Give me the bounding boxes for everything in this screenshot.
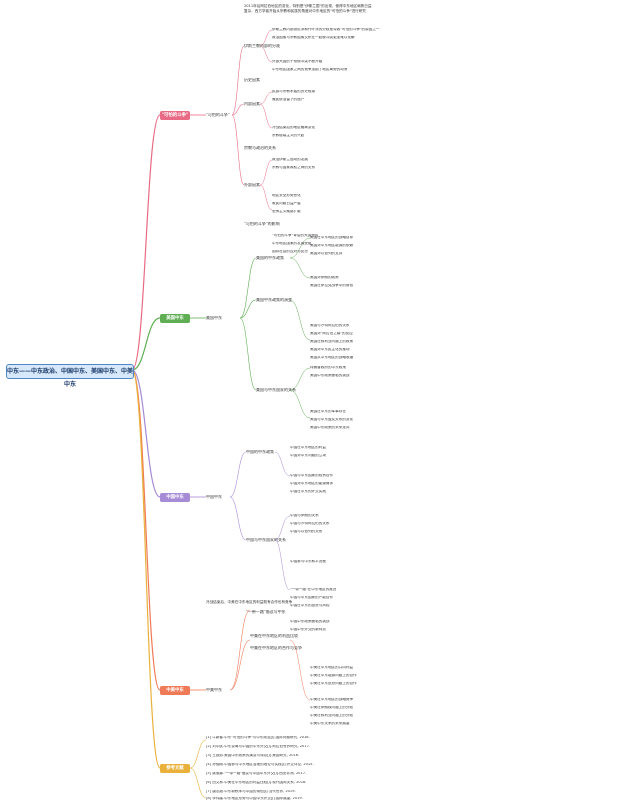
b1-detail-15: 国际社会的应对与反思 <box>272 250 308 253</box>
b5-ref-2: [3] 王锁劳.美国中东政策的演变与特点[J].美国研究, 2016. <box>206 754 300 757</box>
b3-detail-8: 中国参与中东和平进程 <box>290 560 326 563</box>
b2-detail-1: 美国对中东地区能源的依赖 <box>310 244 354 247</box>
b5-ref-4: [5] 姚惠娜."一带一路"倡议与中国中东外交[J].西亚非洲, 2017. <box>206 772 307 775</box>
b2-detail-9: 美国从中东地区的战略收缩 <box>310 356 354 359</box>
branch-us-middle-east[interactable]: 美国中东 <box>160 314 190 323</box>
b3-detail-9: "一带一路"在中东地区的推进 <box>290 588 337 591</box>
b1-child-0[interactable]: 伊斯兰教内部的分歧 <box>244 44 280 48</box>
b5-ref-0: [1] 牛新春.中东"可怕的斗争"与中东政治[J].国际问题研究, 2018. <box>206 736 310 739</box>
b1-detail-7: 宗教极端主义的兴起 <box>272 134 305 137</box>
b1-child-2[interactable]: 外部因素 <box>244 183 260 187</box>
b1-child-4[interactable]: 宗教与政治的关系 <box>244 146 276 150</box>
b1-detail-8: 政治伊斯兰运动的发展 <box>272 158 308 161</box>
b3-detail-13: 中国中东外交的新特点 <box>290 628 326 631</box>
b2-title[interactable]: 美国中东 <box>206 316 222 320</box>
b4-detail-4: 中美在伊朗核问题上的分歧 <box>310 706 354 709</box>
b4-detail-0: 中美在中东地区的共同利益 <box>310 666 354 669</box>
b2-detail-11: 美国中东政策面临的挑战 <box>310 374 350 377</box>
b3-child-2[interactable]: "一带一路"倡议与中东 <box>246 610 286 614</box>
b3-detail-4: 中国在中东的外交实践 <box>290 490 326 493</box>
b2-detail-8: 美国对中东民主化的推动 <box>310 348 350 351</box>
b1-detail-3: 中东地区国家之间的竞争加剧了地区局势的动荡 <box>272 68 348 71</box>
b2-detail-14: 美国中东政策的未来走向 <box>310 426 350 429</box>
b3-detail-10: 中国与中东国家的产能合作 <box>290 596 334 599</box>
b1-detail-9: 宗教与国家政权之间的关系 <box>272 166 316 169</box>
b3-detail-0: 中国在中东地区的利益 <box>290 446 326 449</box>
b3-detail-2: 中国与中东国家的经贸合作 <box>290 474 334 477</box>
b3-title[interactable]: 中国中东 <box>206 495 222 499</box>
b3-detail-6: 中国与沙特阿拉伯的关系 <box>290 522 330 525</box>
b2-detail-13: 美国与中东盟友关系的变化 <box>310 418 354 421</box>
b1-title[interactable]: "可怕的斗争" <box>206 113 230 117</box>
b3-detail-11: 中国在中东的投资与风险 <box>290 604 330 607</box>
b3-child-0[interactable]: 中国的中东政策 <box>246 450 274 454</box>
b1-detail-5: 殖民统治留下的遗产 <box>272 98 305 101</box>
branch-references[interactable]: 参考文献 <box>160 764 190 773</box>
b2-detail-4: 美国在伊拉克战争中的角色 <box>310 284 354 287</box>
b1-detail-0: 伊斯兰教内部逊尼派和什叶派的分歧是导致"可怕的斗争"的原因之一 <box>272 28 380 31</box>
b4-child-0[interactable]: 中美在中东地区的利益比较 <box>250 634 298 638</box>
b5-ref-6: [7] 唐志超.中东新秩序与中国的角色[J].当代世界, 2019. <box>206 790 296 793</box>
b4-child-1[interactable]: 中美在中东地区的合作与竞争 <box>250 646 302 650</box>
b2-detail-6: 美国对"阿拉伯之春"的反应 <box>310 332 353 335</box>
b4-intro: 冷战结束后，中美在中东地区的利益既有合作也有竞争 <box>206 600 293 604</box>
branch-china-middle-east[interactable]: 中国中东 <box>160 493 190 502</box>
branch-struggle[interactable]: "可怕的斗争" <box>160 111 190 120</box>
b1-child-5[interactable]: "可怕的斗争"的影响 <box>244 222 280 226</box>
b5-ref-7: [8] 李伟建.中东地区形势与中国中东外交[J].国际展望, 2019. <box>206 797 303 800</box>
b1-detail-14: 中东地区国家的发展受阻 <box>272 242 312 245</box>
b3-detail-1: 中国对中东问题的立场 <box>290 454 326 457</box>
b5-ref-1: [2] 刘中民.中东变局与中国的中东外交[J].阿拉伯世界研究, 2017. <box>206 745 311 748</box>
b5-ref-5: [6] 田文林.中美在中东地区的利益比较[J].现代国际关系, 2018. <box>206 781 307 784</box>
b1-detail-1: 政治因素与宗教因素交织在一起使冲突更加难以化解 <box>272 36 355 39</box>
b5-ref-3: [4] 孙德刚.中国参与中东地区治理的理论与实践[J].外交评论, 2015. <box>206 763 314 766</box>
b4-detail-5: 中美在叙利亚问题上的分歧 <box>310 714 354 717</box>
b4-title[interactable]: 中美中东 <box>206 688 222 692</box>
b1-detail-12: 恐怖主义威胁扩散 <box>272 210 301 213</box>
b4-detail-3: 中美在中东地区的战略竞争 <box>310 698 354 701</box>
b4-detail-2: 中美在中东反恐问题上的合作 <box>310 682 357 685</box>
b3-detail-3: 中国对中东地区的能源需求 <box>290 482 334 485</box>
b4-detail-1: 中美在中东能源问题上的合作 <box>310 674 357 677</box>
b3-detail-12: 中国中东政策面临的挑战 <box>290 620 330 623</box>
b1-detail-6: 冷战结束后的地区格局变化 <box>272 126 316 129</box>
b1-detail-11: 难民问题日益严重 <box>272 202 301 205</box>
root-node[interactable]: 中东——中东政治、中国中东、美国中东、中美中东 <box>6 364 134 388</box>
b2-child-1[interactable]: 美国中东政策的演变 <box>256 298 292 302</box>
b2-detail-12: 美国在中东的军事存在 <box>310 410 346 413</box>
b3-child-1[interactable]: 中国与中东国家的关系 <box>246 538 286 542</box>
b2-detail-2: 美国对以色列的支持 <box>310 252 343 255</box>
b3-detail-7: 中国与以色列的关系 <box>290 530 323 533</box>
b1-child-3[interactable]: 历史因素 <box>244 78 260 82</box>
b2-detail-10: 特朗普政府的中东政策 <box>310 366 346 369</box>
b2-child-0[interactable]: 美国的中东政策 <box>256 256 284 260</box>
b2-detail-0: 美国在中东地区的战略目标 <box>310 236 354 239</box>
branch-sino-us-middle-east[interactable]: 中美中东 <box>160 686 190 695</box>
b4-detail-6: 中美中东关系的未来展望 <box>310 722 350 725</box>
b1-detail-2: 外部大国的干预使冲突不断升级 <box>272 60 323 63</box>
b2-detail-7: 美国在叙利亚问题上的政策 <box>310 340 354 343</box>
b1-intro: 2011年后阿拉伯地区的变化，特别是"伊斯兰国"的出现，使得中东地区局势日益复杂… <box>244 4 372 13</box>
b2-detail-5: 美国与沙特阿拉伯的关系 <box>310 324 350 327</box>
b2-detail-3: 美国对伊朗的政策 <box>310 276 339 279</box>
b2-child-2[interactable]: 美国与中东国家的关系 <box>256 388 296 392</box>
b1-detail-4: 民族与宗教矛盾的历史根源 <box>272 90 316 93</box>
b3-detail-5: 中国与伊朗的关系 <box>290 514 319 517</box>
b1-child-1[interactable]: 内部因素 <box>244 102 260 106</box>
b1-detail-13: "可怕的斗争"背后的大国博弈 <box>272 234 319 237</box>
b1-detail-10: 地区安全形势恶化 <box>272 194 301 197</box>
